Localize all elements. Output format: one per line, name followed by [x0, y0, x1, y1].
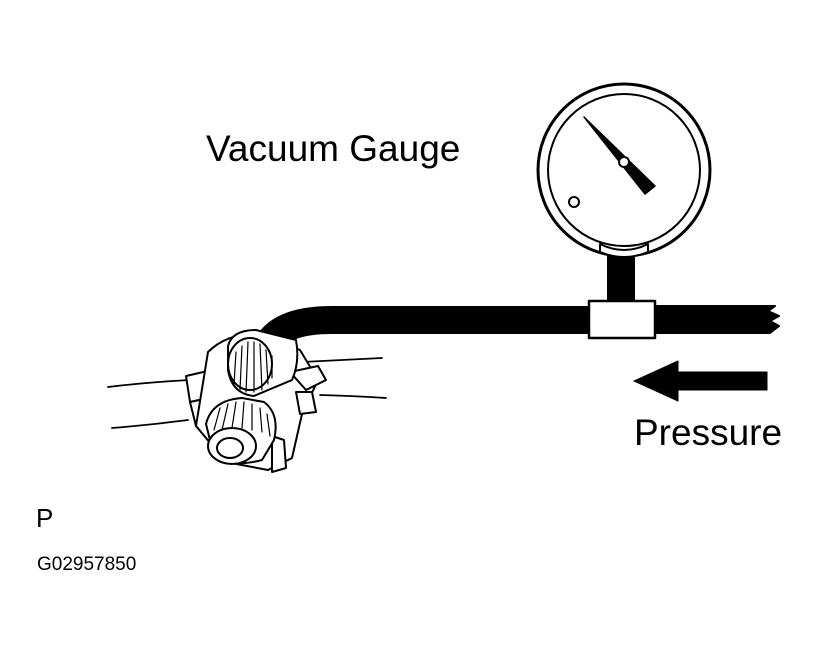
valve-hoses [107, 357, 387, 429]
valve-assembly [185, 329, 327, 473]
gauge-screw [568, 196, 580, 208]
gauge-stem [607, 250, 635, 306]
vacuum-gauge [536, 82, 712, 258]
gauge-needle [583, 116, 656, 195]
hose-main [252, 306, 604, 362]
figure-code: G02957850 [37, 554, 137, 575]
vacuum-gauge-label: Vacuum Gauge [206, 128, 461, 169]
t-fitting [587, 299, 657, 340]
pressure-arrow [633, 360, 768, 402]
hose-right [651, 305, 780, 334]
pressure-label: Pressure [634, 412, 783, 453]
view-letter: P [36, 503, 54, 533]
